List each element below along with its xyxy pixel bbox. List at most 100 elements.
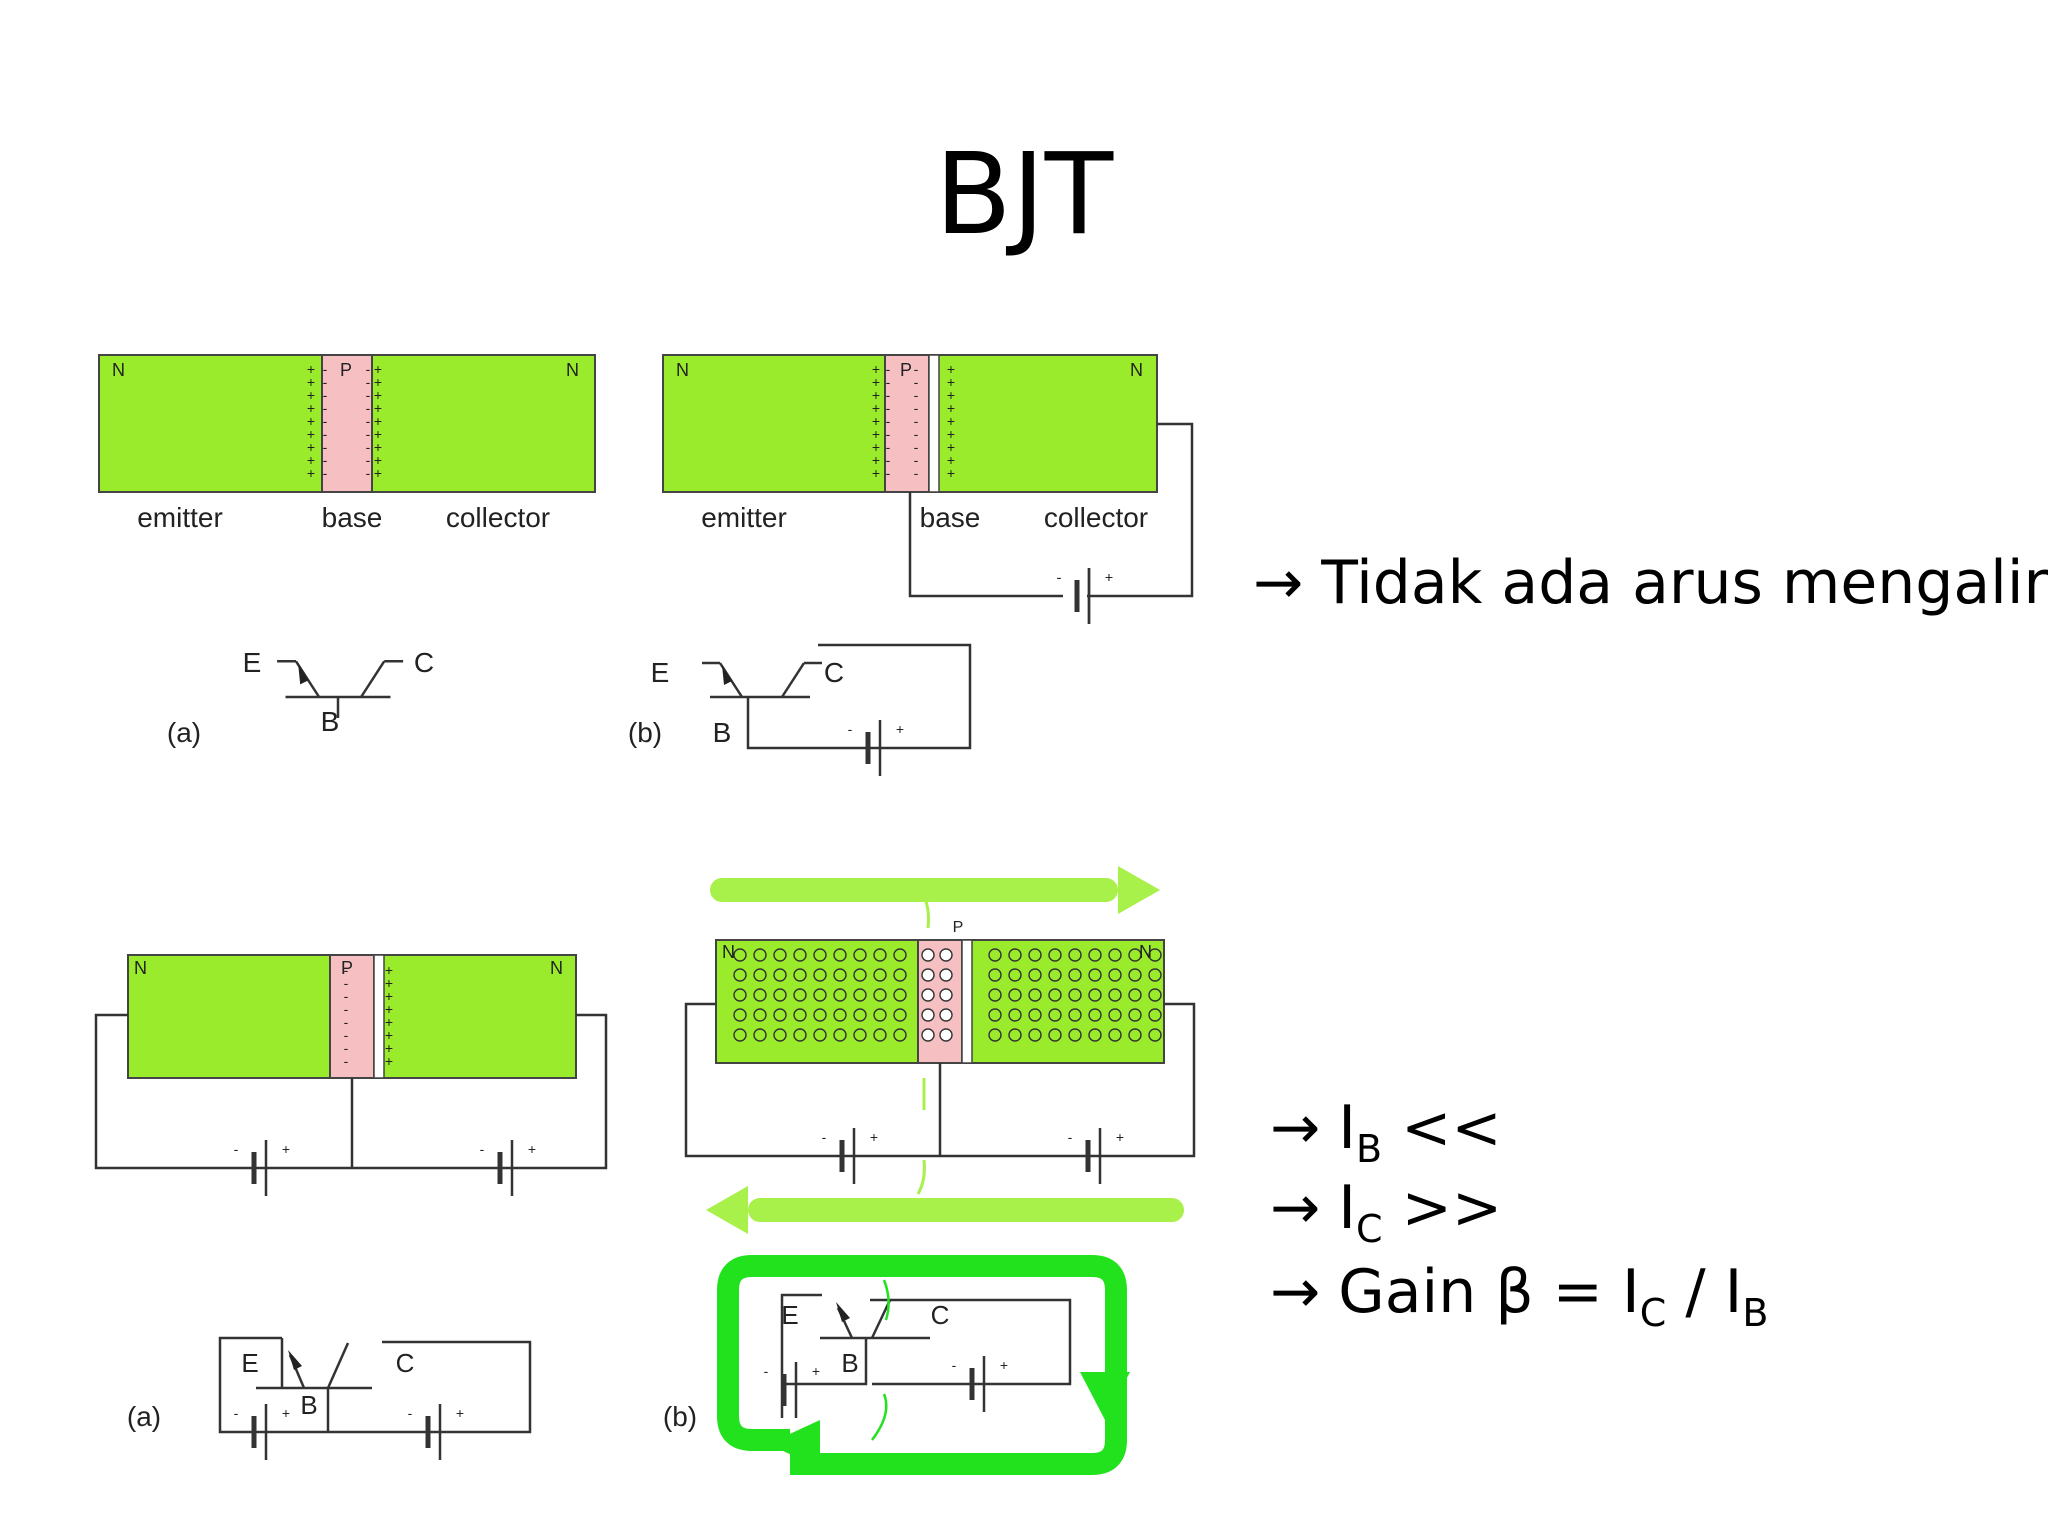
electron-dot bbox=[793, 1008, 807, 1022]
electron-dot bbox=[1148, 988, 1162, 1002]
electron-dot bbox=[753, 968, 767, 982]
current-loop bbox=[717, 1255, 1127, 1475]
electron-dot bbox=[873, 1008, 887, 1022]
current-arrow-top-head bbox=[1118, 866, 1160, 914]
electron-dot bbox=[813, 968, 827, 982]
depletion-plus: + bbox=[947, 413, 955, 429]
statement-no-current-text: Tidak ada arus mengalir bbox=[1321, 548, 2048, 618]
label-p: P bbox=[340, 360, 352, 380]
electron-dot bbox=[1008, 948, 1022, 962]
electron-dot bbox=[833, 988, 847, 1002]
depletion-minus: - bbox=[344, 962, 349, 978]
label-e: E bbox=[243, 647, 262, 678]
depletion-minus: - bbox=[323, 439, 328, 455]
electron-dot bbox=[833, 1028, 847, 1042]
electron-dot bbox=[893, 968, 907, 982]
hole-dot bbox=[921, 1028, 935, 1042]
battery-symbol-cb-plus: + bbox=[1000, 1357, 1008, 1373]
depletion-minus: - bbox=[366, 452, 371, 468]
depletion-minus: - bbox=[366, 439, 371, 455]
depletion-minus: - bbox=[914, 426, 919, 442]
electron-dot bbox=[1148, 968, 1162, 982]
label-b: B bbox=[321, 706, 340, 737]
electron-dot bbox=[733, 1028, 747, 1042]
depletion-plus: + bbox=[374, 452, 382, 468]
electron-dot bbox=[1148, 1028, 1162, 1042]
caption-a: (a) bbox=[127, 1401, 161, 1432]
electron-dot bbox=[893, 1008, 907, 1022]
depletion-plus: + bbox=[374, 387, 382, 403]
depletion-plus: + bbox=[307, 361, 315, 377]
bias-loop-symbol bbox=[218, 1336, 532, 1434]
depletion-plus: + bbox=[947, 465, 955, 481]
label-b: B bbox=[841, 1348, 858, 1378]
label-b: B bbox=[300, 1390, 317, 1420]
hole-dot bbox=[921, 988, 935, 1002]
depletion-plus: + bbox=[872, 439, 880, 455]
electron-dot bbox=[1128, 948, 1142, 962]
electron-dot bbox=[873, 968, 887, 982]
label-e: E bbox=[781, 1300, 798, 1330]
depletion-plus: + bbox=[307, 439, 315, 455]
label-n: N bbox=[134, 958, 147, 978]
hole-dot bbox=[939, 968, 953, 982]
depletion-minus: - bbox=[366, 426, 371, 442]
depletion-plus: + bbox=[307, 465, 315, 481]
depletion-plus: + bbox=[307, 400, 315, 416]
depletion-plus: + bbox=[374, 374, 382, 390]
depletion-plus: + bbox=[385, 962, 393, 978]
electron-dot bbox=[1108, 968, 1122, 982]
electron-dot bbox=[1088, 1028, 1102, 1042]
depletion-minus: - bbox=[886, 387, 891, 403]
p-region bbox=[884, 354, 930, 493]
electron-dot bbox=[1068, 948, 1082, 962]
electron-dot bbox=[1128, 988, 1142, 1002]
slide-title: BJT bbox=[934, 130, 1114, 260]
label-n: N bbox=[550, 958, 563, 978]
statement-gain: →Gain β = IC / IB bbox=[1270, 1257, 1769, 1335]
depletion-plus: + bbox=[374, 439, 382, 455]
depletion-minus: - bbox=[323, 413, 328, 429]
label-p: P bbox=[341, 958, 353, 978]
electron-dot bbox=[1028, 968, 1042, 982]
electron-dot bbox=[893, 1028, 907, 1042]
label-c: C bbox=[931, 1300, 950, 1330]
current-arrow-bottom-shaft bbox=[748, 1198, 1184, 1222]
battery-eb-minus: - bbox=[234, 1141, 239, 1157]
depletion-minus: - bbox=[914, 374, 919, 390]
depletion-minus: - bbox=[344, 1001, 349, 1017]
electron-dot bbox=[1088, 948, 1102, 962]
electron-dot bbox=[1088, 988, 1102, 1002]
battery-cb-minus: - bbox=[480, 1141, 485, 1157]
depletion-minus: - bbox=[366, 361, 371, 377]
electron-dot bbox=[1148, 948, 1162, 962]
depletion-plus: + bbox=[374, 400, 382, 416]
depletion-minus: - bbox=[366, 374, 371, 390]
battery-symbol-b-plus: + bbox=[896, 721, 904, 737]
electron-dot bbox=[988, 948, 1002, 962]
label-p: P bbox=[953, 919, 964, 936]
depletion-minus: - bbox=[366, 413, 371, 429]
depletion-minus: - bbox=[886, 400, 891, 416]
label-base: base bbox=[322, 502, 383, 533]
electron-dot bbox=[1068, 1008, 1082, 1022]
depletion-plus: + bbox=[872, 361, 880, 377]
hole-dot bbox=[921, 948, 935, 962]
depletion-plus: + bbox=[872, 465, 880, 481]
battery-eb-minus: - bbox=[822, 1129, 827, 1145]
electron-dot bbox=[1108, 948, 1122, 962]
label-n: N bbox=[722, 942, 735, 962]
depletion-minus: - bbox=[323, 452, 328, 468]
bjt-emitter-arrow bbox=[722, 665, 732, 685]
depletion-plus: + bbox=[947, 400, 955, 416]
electron-dot bbox=[753, 1028, 767, 1042]
electron-dot bbox=[873, 1028, 887, 1042]
bias-loop-cb bbox=[908, 422, 1194, 598]
current-loop-arrowhead bbox=[1080, 1372, 1130, 1420]
depletion-plus: + bbox=[385, 1053, 393, 1069]
bjt-emitter-arrow bbox=[836, 1302, 850, 1322]
electron-dot bbox=[1108, 1028, 1122, 1042]
hole-dot bbox=[939, 948, 953, 962]
depletion-minus: - bbox=[323, 374, 328, 390]
label-n: N bbox=[676, 360, 689, 380]
